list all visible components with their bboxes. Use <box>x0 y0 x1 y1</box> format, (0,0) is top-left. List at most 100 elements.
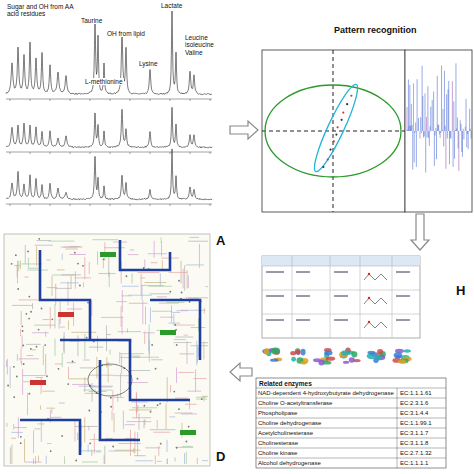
metabolite-dot <box>74 252 76 254</box>
pathway-line <box>55 284 56 305</box>
loading-bar <box>430 126 431 131</box>
pathway-line <box>188 276 189 288</box>
loading-bar <box>461 131 462 152</box>
axis-tick <box>110 204 111 206</box>
axis-tick <box>210 99 211 101</box>
pathway-line <box>180 353 194 354</box>
protein-structure <box>326 357 335 361</box>
pathway-line <box>202 460 208 461</box>
ec-number: EC:3.1.1.8 <box>400 440 428 447</box>
enzyme-name: Alcohol dehydrogenase <box>258 460 321 467</box>
spectrum-trace <box>6 107 212 147</box>
pathway-line <box>130 250 134 251</box>
pathway-line <box>167 459 168 464</box>
pathway-line <box>104 446 105 464</box>
cell-text-mark <box>266 295 284 297</box>
metabolite-dot <box>72 361 74 363</box>
pathway-line <box>89 347 103 348</box>
pathway-line <box>172 312 180 313</box>
pathway-line <box>166 302 184 303</box>
protein-structure <box>367 351 375 355</box>
pathway-line <box>127 328 128 332</box>
loading-bar <box>416 131 417 167</box>
pathway-line <box>129 409 152 410</box>
loading-bar <box>417 79 418 131</box>
metabolite-dot <box>201 398 203 400</box>
pathway-line <box>32 349 36 350</box>
loading-bar <box>427 131 428 137</box>
pathway-line <box>97 251 98 264</box>
pathway-line <box>55 288 71 289</box>
enzyme-name: Phospholipase <box>258 410 297 417</box>
pathway-line <box>127 421 152 422</box>
pathway-line <box>33 430 34 453</box>
axis-tick <box>90 204 91 206</box>
metabolite-dot <box>82 265 84 267</box>
pathway-line <box>96 451 101 452</box>
pathway-line <box>47 443 51 444</box>
table-rule <box>256 398 446 399</box>
enzyme-table <box>256 378 446 468</box>
pathway-line <box>84 257 85 279</box>
pathway-line <box>204 308 205 313</box>
pathway-line <box>155 455 156 464</box>
map-frame <box>4 234 210 466</box>
pathway-line <box>158 446 159 456</box>
table-rule <box>256 418 446 419</box>
table-rule <box>392 256 393 338</box>
pathway-node-mark <box>58 312 74 317</box>
axis-tick <box>210 204 211 206</box>
table-rule <box>397 388 398 468</box>
loading-bar <box>428 131 429 138</box>
enzyme-name: Choline dehydrogenase <box>258 420 321 427</box>
loading-bar <box>466 99 467 131</box>
pathway-line <box>77 433 78 440</box>
pathway-line <box>125 424 135 425</box>
loading-bar <box>445 126 446 131</box>
pathway-line <box>88 426 89 431</box>
loading-bar <box>441 66 442 131</box>
loading-bar <box>409 126 410 131</box>
protein-structure <box>264 348 269 355</box>
pathway-line <box>33 458 34 464</box>
pathway-line <box>34 325 55 326</box>
pathway-line <box>83 282 84 287</box>
protein-structure <box>271 348 280 355</box>
pathway-line <box>150 293 170 294</box>
pathway-line <box>189 237 199 238</box>
pathway-line <box>67 308 82 309</box>
pathway-line <box>49 241 75 242</box>
axis-tick <box>190 99 191 101</box>
loading-bar <box>417 131 418 132</box>
axis-tick <box>10 99 11 101</box>
pathway-line <box>60 282 78 283</box>
panel-letter: D <box>216 450 225 464</box>
pathway-line <box>84 377 85 392</box>
axis-tick <box>190 152 191 154</box>
pathway-line <box>157 461 162 462</box>
pathway-line <box>89 391 107 392</box>
loading-bar <box>456 129 457 131</box>
pathway-line <box>106 357 107 367</box>
metabolite-dot <box>11 263 13 265</box>
spectrum-axis <box>6 204 212 205</box>
table-rule <box>360 256 361 338</box>
flow-arrow <box>411 214 429 250</box>
database-panel <box>256 256 446 468</box>
pathway-line <box>142 286 143 301</box>
loading-bar <box>410 126 411 131</box>
metabolite-dot <box>151 344 153 346</box>
score-point <box>346 103 348 105</box>
metabolite-dot <box>28 296 30 298</box>
pathway-line <box>144 420 145 428</box>
protein-structure <box>295 350 301 354</box>
metabolite-dot <box>13 366 15 368</box>
peak-label: Sugar and OH from AA acid residues <box>6 3 78 18</box>
metabolite-dot <box>61 435 63 437</box>
pathway-line <box>43 319 50 320</box>
pathway-line <box>62 254 63 260</box>
metabolite-dot <box>88 410 90 412</box>
pathway-line <box>77 335 78 356</box>
loading-bar <box>455 130 456 132</box>
loading-bar <box>449 131 450 164</box>
